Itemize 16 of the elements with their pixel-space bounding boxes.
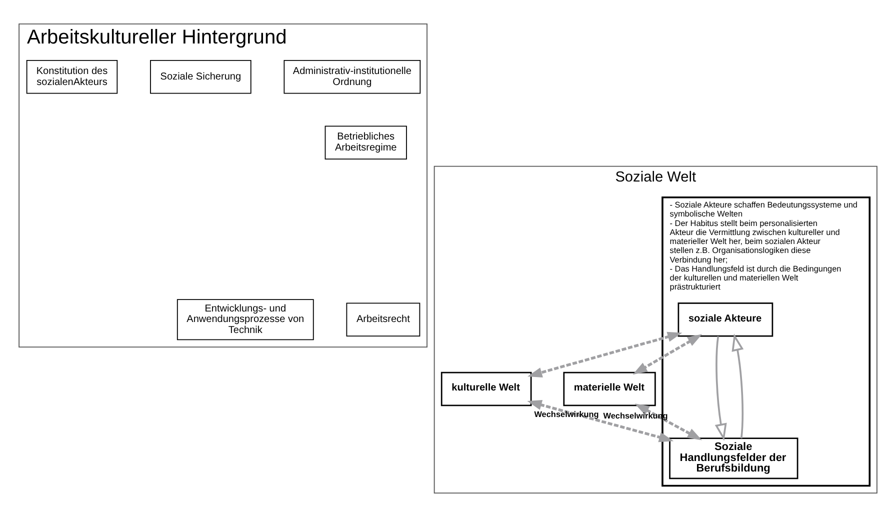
arrow	[732, 333, 744, 438]
arrow	[527, 331, 682, 377]
node-box: materielle Welt	[563, 371, 656, 406]
node-box: soziale Akteure	[678, 302, 774, 336]
node-box: Konstitution des sozialenAkteurs	[26, 60, 118, 94]
node-box: kulturelle Welt	[440, 371, 532, 406]
node-box: Soziale Handlungsfelder der Berufsbildung	[669, 437, 798, 479]
node-box: Entwicklungs- und Anwendungsprozesse von Technik	[176, 298, 314, 340]
node-box: Soziale Sicherung	[150, 60, 252, 94]
arrow	[632, 334, 702, 374]
node-box: Betriebliches Arbeitsregime	[324, 125, 407, 159]
arrow	[527, 399, 674, 442]
edge-label: Wechselwirkung	[534, 410, 599, 419]
node-box: Arbeitsrecht	[346, 302, 420, 336]
arrow	[714, 336, 727, 440]
node-box: Administrativ-institutionelle Ordnung	[284, 60, 421, 94]
